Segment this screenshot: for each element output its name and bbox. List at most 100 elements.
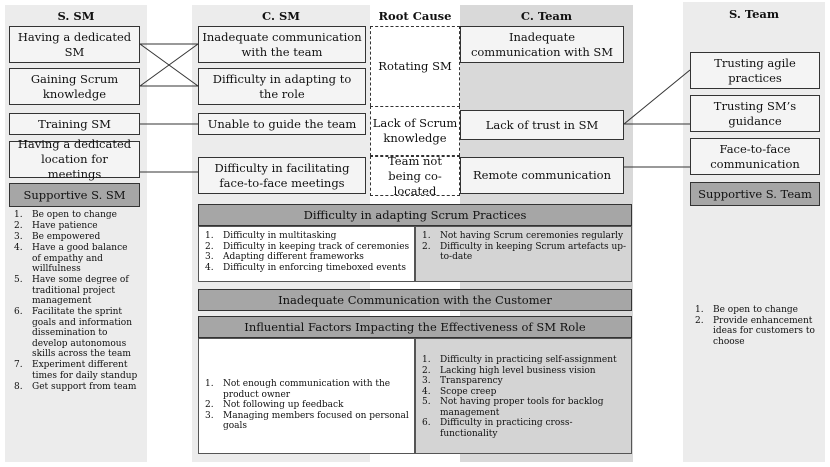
list-item-text: Provide enhancement ideas for customers … (713, 315, 815, 347)
list-item-text: Get support from team (32, 381, 137, 392)
supportive-team-list: 1. Be open to change 2. Provide enhancement… (690, 305, 820, 385)
list-item-number: 3. (14, 232, 23, 242)
connector-line (139, 43, 199, 87)
list-item-number: 8. (14, 381, 23, 392)
list-item-number: 2. (205, 241, 214, 252)
c-sm-box-inadequate-communication: Inadequate communication with the team (198, 26, 366, 63)
list-item: 2. Lacking high level business vision (422, 366, 627, 377)
s-sm-box-dedicated-location: Having a dedicated location for meetings (9, 137, 140, 181)
c-team-header: C. Team (520, 9, 573, 23)
list-item-number: 5. (422, 397, 431, 407)
list-item-text: Difficulty in multitasking (223, 231, 337, 241)
list-item-number: 5. (14, 275, 23, 285)
s-team-header: S. Team (728, 7, 780, 21)
list-item: 1. Be open to change (14, 210, 138, 221)
c-team-box-lack-of-trust: Lack of trust in SM (460, 110, 624, 140)
list-item-number: 1. (14, 210, 23, 220)
list-item: 7. Experiment different times for daily s… (14, 360, 138, 381)
connector-line (139, 43, 199, 87)
list-item-number: 1. (695, 305, 704, 315)
list-item: 6. Difficulty in practicing cross-functio… (422, 418, 627, 439)
list-item-number: 2. (422, 241, 431, 252)
list-item-number: 2. (205, 400, 214, 410)
s-sm-header: S. SM (57, 9, 95, 23)
list-item-number: 4. (205, 262, 214, 273)
list-item-text: Not enough communication with the produc… (223, 379, 391, 400)
s-sm-box-gaining-knowledge: Gaining Scrum knowledge (9, 68, 140, 105)
influential-factors-title: Influential Factors Impacting the Effect… (198, 316, 632, 338)
list-item-text: Not having proper tools for backlog mana… (440, 397, 604, 418)
list-item-number: 6. (422, 418, 431, 428)
list-item-number: 7. (14, 360, 23, 370)
scrum-practices-title: Difficulty in adapting Scrum Practices (198, 204, 632, 226)
list-item: 3. Adapting different frameworks (205, 252, 410, 263)
list-item-text: Transparency (440, 376, 503, 386)
c-sm-box-adapting-role: Difficulty in adapting to the role (198, 68, 366, 105)
c-sm-header: C. SM (262, 9, 300, 23)
list-item-text: Have some degree of traditional project … (32, 275, 129, 306)
influential-left-panel: 1. Not enough communication with the prod… (198, 338, 415, 454)
supportive-sm-title: Supportive S. SM (9, 183, 140, 207)
list-item: 1. Not enough communication with the prod… (205, 379, 410, 400)
list-item: 1. Be open to change (695, 305, 818, 316)
list-item-text: Not having Scrum ceremonies regularly (440, 231, 624, 241)
root-cause-rotating-sm: Rotating SM (370, 26, 460, 106)
list-item-text: Have a good balance of empathy and willf… (32, 243, 128, 274)
list-item-number: 4. (422, 386, 431, 397)
list-item-number: 4. (14, 243, 23, 253)
list-item-text: Lacking high level business vision (440, 365, 596, 376)
supportive-team-title: Supportive S. Team (690, 182, 820, 206)
c-team-box-inadequate-communication: Inadequate communication with SM (460, 26, 624, 63)
list-item-text: Difficulty in practicing cross-functiona… (440, 418, 573, 439)
list-item-text: Be open to change (713, 305, 798, 315)
list-item: 5. Not having proper tools for backlog ma… (422, 397, 627, 418)
list-item-number: 6. (14, 307, 23, 317)
list-item-number: 3. (422, 376, 431, 386)
c-team-box-remote-communication: Remote communication (460, 157, 624, 194)
s-team-box-face-to-face: Face-to-face communication (690, 138, 820, 175)
list-item: 2.Not following up feedback (205, 400, 410, 411)
list-item-text: Be open to change (32, 210, 117, 220)
list-item-number: 3. (205, 252, 214, 262)
list-item: 3. Transparency (422, 376, 627, 387)
list-item: 1.Difficulty in multitasking (205, 231, 410, 242)
customer-communication-bar: Inadequate Communication with the Custom… (198, 289, 632, 311)
list-item-text: Managing members focused on personal goa… (223, 410, 409, 432)
list-item: 6. Facilitate the sprint goals and inform… (14, 307, 138, 360)
s-sm-box-dedicated-sm: Having a dedicated SM (9, 26, 140, 63)
root-cause-not-co-located: Team not being co-located (370, 154, 460, 198)
connector-line (623, 69, 691, 125)
list-item: 2. Provide enhancement ideas for customer… (695, 316, 818, 348)
list-item-number: 2. (14, 221, 23, 231)
list-item: 4. Difficulty in enforcing timeboxed even… (205, 263, 410, 274)
c-sm-box-unable-to-guide: Unable to guide the team (198, 113, 366, 135)
root-cause-lack-of-knowledge: Lack of Scrum knowledge (370, 106, 460, 156)
list-item-text: Experiment different times for daily sta… (32, 360, 138, 381)
list-item: 2.Have patience (14, 221, 138, 232)
list-item-number: 2. (422, 365, 431, 376)
list-item-text: Adapting different frameworks (223, 252, 364, 262)
list-item-text: Difficulty in enforcing timeboxed events (223, 262, 407, 273)
list-item-text: Difficulty in practicing self-assignment (440, 355, 617, 365)
list-item-text: Facilitate the sprint goals and informat… (32, 307, 133, 359)
list-item-text: Be empowered (32, 232, 101, 242)
list-item: 8. Get support from team (14, 382, 138, 393)
list-item: 3. Be empowered (14, 232, 138, 243)
list-item-number: 1. (205, 379, 214, 389)
list-item-text: Difficulty in keeping Scrum artefacts up… (440, 241, 627, 263)
list-item-text: Scope creep (440, 386, 497, 397)
list-item-number: 2. (695, 315, 704, 326)
root-cause-header: Root Cause (378, 9, 452, 23)
s-team-box-trusting-guidance: Trusting SM’s guidance (690, 95, 820, 132)
list-item: 4. Have a good balance of empathy and wil… (14, 243, 138, 275)
list-item-text: Difficulty in keeping track of ceremonie… (223, 241, 410, 252)
influential-right-panel: 1.Difficulty in practicing self-assignme… (415, 338, 632, 454)
list-item-number: 3. (205, 410, 214, 421)
list-item: 4. Scope creep (422, 387, 627, 398)
list-item: 1.Not having Scrum ceremonies regularly (422, 231, 627, 242)
list-item: 3. Managing members focused on personal g… (205, 411, 410, 432)
c-sm-box-facilitating-meetings: Difficulty in facilitating face-to-face … (198, 157, 366, 194)
